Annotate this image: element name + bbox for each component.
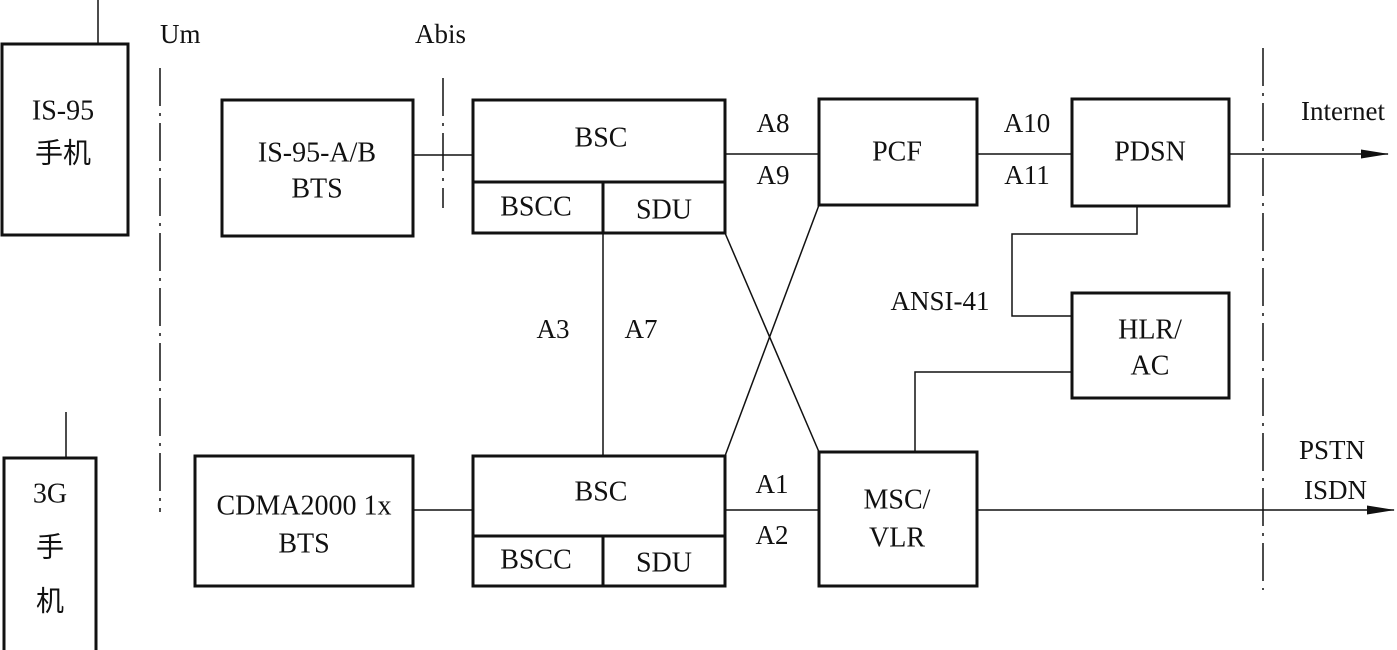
- link-hlr-msc: [914, 371, 1072, 452]
- a9-interface-label: A9: [757, 160, 790, 190]
- hlr-ac-label-1: HLR/: [1118, 314, 1182, 345]
- hlr-ac-label-2: AC: [1131, 350, 1170, 381]
- a1-interface-label: A1: [756, 469, 789, 499]
- pdsn-box: [1070, 97, 1231, 208]
- is95-handset-box: [0, 42, 130, 237]
- is95-handset-label-2: 手机: [35, 137, 91, 169]
- cdma2000-bts-box: [193, 454, 415, 588]
- bsc-bottom-box: [471, 454, 727, 588]
- a7-interface-label: A7: [625, 314, 658, 344]
- is95-bts-label-2: BTS: [291, 173, 342, 204]
- um-interface-label: Um: [160, 19, 201, 49]
- link-bsc-top-msc-cross: [724, 232, 820, 453]
- pcf-label: PCF: [872, 136, 922, 167]
- g3-handset-label-2: 手: [36, 531, 64, 563]
- bsc-bottom-sdu-label: SDU: [636, 547, 692, 578]
- pcf-box: [817, 97, 979, 207]
- g3-handset-label-3: 机: [36, 585, 64, 617]
- bsc-top-bscc-label: BSCC: [500, 191, 572, 222]
- bsc-bottom-title: BSC: [575, 476, 628, 507]
- g3-handset-box: [2, 456, 98, 650]
- bsc-top-box: [471, 98, 727, 235]
- ansi41-interface-label: ANSI-41: [891, 286, 990, 316]
- hlr-ac-box: [1070, 291, 1231, 400]
- link-pcf-bsc-bottom-cross: [724, 204, 820, 457]
- g3-handset-label-1: 3G: [33, 478, 67, 509]
- is95-bts-label-1: IS-95-A/B: [258, 137, 376, 168]
- msc-vlr-label-2: VLR: [869, 522, 925, 553]
- internet-label: Internet: [1301, 96, 1385, 126]
- pstn-label: PSTN: [1299, 435, 1365, 465]
- pdsn-label: PDSN: [1114, 136, 1186, 167]
- a8-interface-label: A8: [757, 108, 790, 138]
- msc-vlr-label-1: MSC/: [864, 484, 931, 515]
- bsc-top-title: BSC: [575, 122, 628, 153]
- msc-vlr-box: [817, 450, 979, 588]
- bsc-top-sdu-label: SDU: [636, 194, 692, 225]
- a10-interface-label: A10: [1004, 108, 1051, 138]
- cdma2000-bts-label-1: CDMA2000 1x: [216, 490, 391, 521]
- isdn-label: ISDN: [1304, 475, 1367, 505]
- is95-handset-label-1: IS-95: [32, 95, 94, 126]
- a11-interface-label: A11: [1004, 160, 1050, 190]
- is95-bts-box: [220, 98, 415, 238]
- a3-interface-label: A3: [537, 314, 570, 344]
- a2-interface-label: A2: [756, 520, 789, 550]
- cdma2000-bts-label-2: BTS: [278, 528, 329, 559]
- link-pdsn-hlr-ansi41: [1011, 206, 1138, 317]
- abis-interface-label: Abis: [415, 19, 466, 49]
- bsc-bottom-bscc-label: BSCC: [500, 544, 572, 575]
